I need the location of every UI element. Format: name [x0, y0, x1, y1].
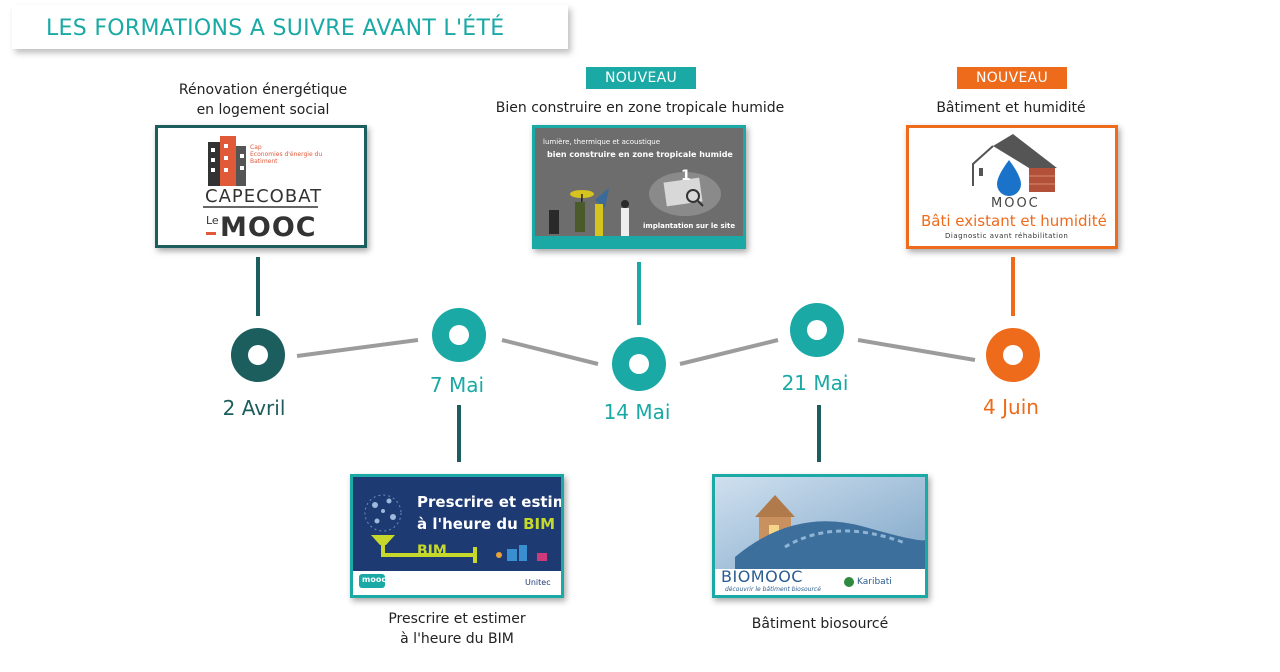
caption-humidite: Bâtiment et humidité — [936, 100, 1086, 116]
card-biomooc[interactable]: BIOMOOC découvrir le bâtiment biosourcé … — [712, 474, 928, 598]
card-tropical[interactable]: lumière, thermique et acoustique bien co… — [532, 125, 746, 249]
node-21-mai — [790, 303, 844, 357]
mooc-name: MOOC — [220, 212, 317, 243]
card-bim[interactable]: Prescrire et estimer à l'heure du BIM BI… — [350, 474, 564, 598]
header-banner: LES FORMATIONS A SUIVRE AVANT L'ÉTÉ — [12, 5, 568, 49]
date-4-juin: 4 Juin — [983, 395, 1039, 419]
mooc-logo: mooc — [362, 575, 387, 584]
capecobat-tag: Cap Economies d'énergie du Batiment — [250, 144, 323, 165]
biomooc-illustration — [715, 477, 925, 595]
house-drop-icon — [972, 134, 1057, 196]
node-7-mai — [432, 308, 486, 362]
caption-biosource: Bâtiment biosourcé — [751, 616, 889, 632]
timeline-connector — [679, 338, 779, 366]
caption-line: Rénovation énergétique — [178, 82, 348, 98]
unitec-logo: Unitec — [525, 578, 551, 587]
tropical-illustration — [535, 128, 743, 246]
badge-nouveau-humidite: NOUVEAU — [957, 67, 1067, 89]
caption-bim: Prescrire et estimer à l'heure du BIM — [352, 609, 562, 649]
bim-pipe-label: BIM — [417, 543, 447, 559]
caption-line: en logement social — [196, 102, 330, 118]
building-icon — [203, 136, 318, 235]
node-14-mai — [612, 337, 666, 391]
timeline-connector — [501, 338, 599, 366]
node-4-juin — [986, 328, 1040, 382]
date-2-avril: 2 Avril — [222, 396, 286, 420]
karibati-logo: Karibati — [857, 577, 892, 587]
caption-tropical: Bien construire en zone tropicale humide — [495, 100, 785, 116]
date-7-mai: 7 Mai — [429, 373, 485, 397]
timeline-connector — [296, 338, 419, 358]
page-title: LES FORMATIONS A SUIVRE AVANT L'ÉTÉ — [46, 16, 505, 41]
biomooc-brand: BIOMOOC — [721, 567, 803, 586]
date-21-mai: 21 Mai — [781, 371, 849, 395]
bim-illustration — [353, 494, 561, 595]
bim-title-line1: Prescrire et estimer — [417, 493, 561, 511]
tropical-top-line2: bien construire en zone tropicale humide — [547, 150, 733, 159]
mooc-prefix: Le — [206, 214, 219, 227]
timeline-connector — [857, 338, 976, 362]
bim-accent: BIM — [523, 515, 556, 533]
tropical-bottom: implantation sur le site — [643, 222, 736, 230]
bim-title-line2: à l'heure du BIM — [417, 515, 556, 533]
humidite-title: Bâti existant et humidité — [921, 212, 1107, 230]
card-humidite[interactable]: MOOC Bâti existant et humidité Diagnosti… — [906, 125, 1118, 249]
tropical-number: 1 — [681, 168, 691, 184]
caption-line: à l'heure du BIM — [400, 631, 514, 647]
humidite-subtitle: Diagnostic avant réhabilitation — [945, 232, 1069, 240]
caption-renovation: Rénovation énergétique en logement socia… — [158, 80, 368, 120]
card-capecobat[interactable]: Cap Economies d'énergie du Batiment CAPE… — [155, 125, 367, 248]
tropical-top-line1: lumière, thermique et acoustique — [543, 138, 661, 146]
humidite-label: MOOC — [991, 196, 1040, 211]
node-2-avril — [231, 328, 285, 382]
badge-nouveau-tropical: NOUVEAU — [586, 67, 696, 89]
caption-line: Prescrire et estimer — [388, 611, 526, 627]
biomooc-tagline: découvrir le bâtiment biosourcé — [725, 586, 821, 593]
date-14-mai: 14 Mai — [603, 400, 671, 424]
capecobat-brand: CAPECOBAT — [205, 186, 323, 207]
